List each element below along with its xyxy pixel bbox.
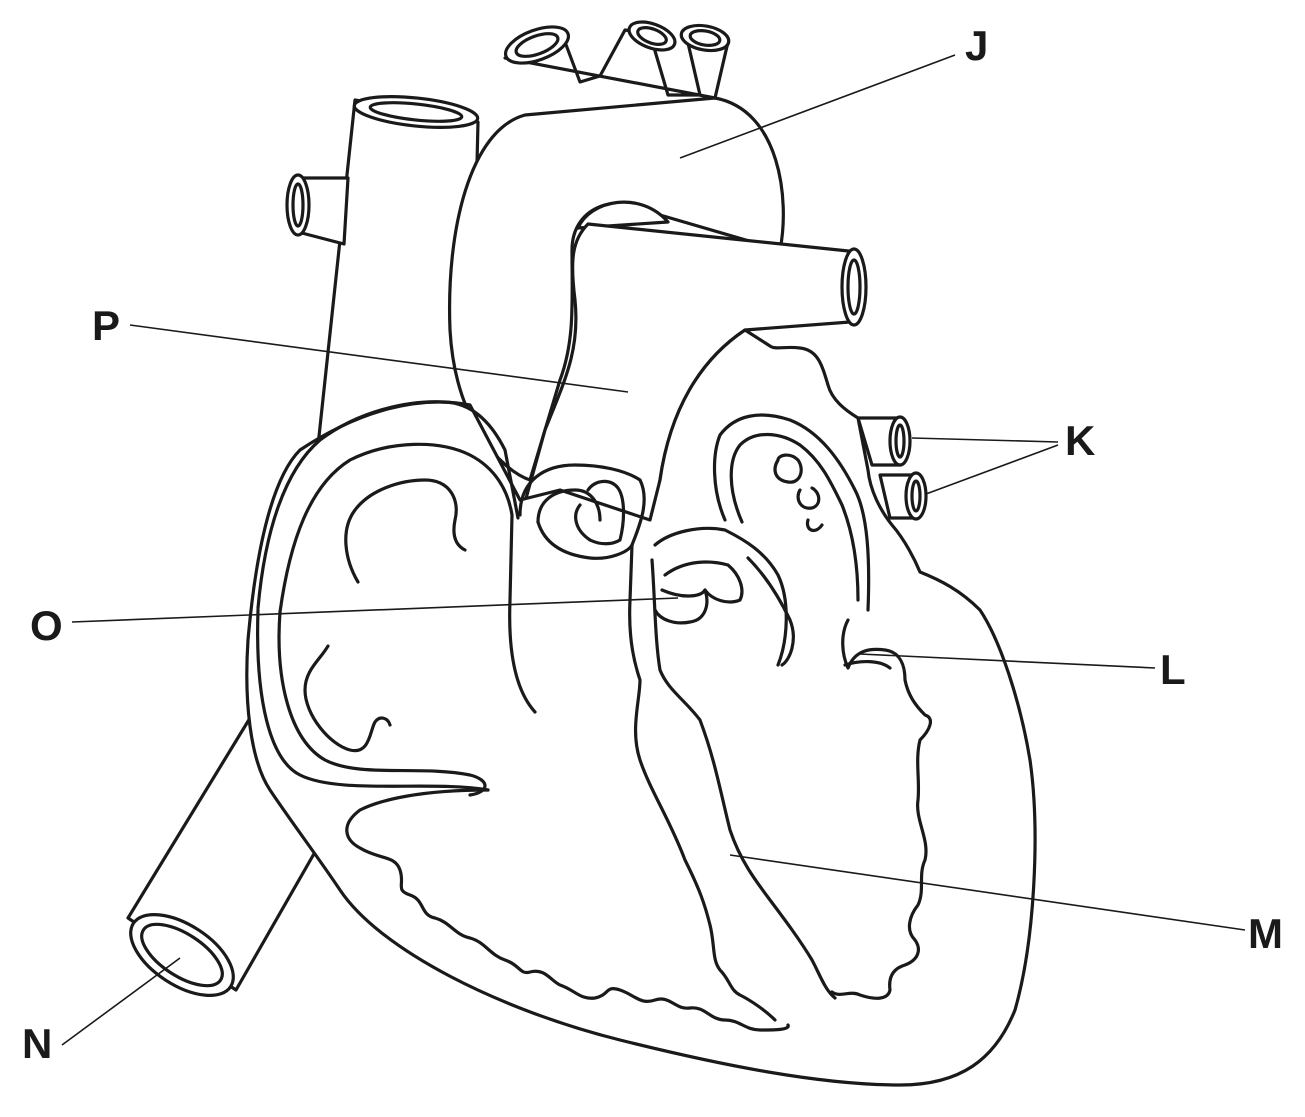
label-n: N bbox=[22, 1020, 52, 1067]
leader-j bbox=[679, 54, 956, 159]
leader-l bbox=[859, 653, 1156, 669]
label-o: O bbox=[30, 602, 63, 649]
mitral-valve bbox=[653, 526, 795, 667]
left-ventricle bbox=[830, 618, 933, 1000]
aorta bbox=[447, 20, 785, 482]
leader-k-lower bbox=[925, 444, 1059, 495]
left-atrium bbox=[712, 413, 871, 612]
pulmonary-artery bbox=[518, 222, 868, 547]
right-ventricle-inner bbox=[345, 788, 790, 1032]
leader-n bbox=[61, 957, 181, 1046]
leader-o bbox=[71, 597, 679, 623]
interventricular-septum bbox=[628, 543, 837, 1022]
leader-lines bbox=[61, 54, 1246, 1046]
pulmonary-veins bbox=[856, 415, 928, 521]
semilunar-valves bbox=[518, 463, 646, 560]
label-j: J bbox=[965, 22, 988, 69]
leader-k-upper bbox=[911, 437, 1059, 443]
label-l: L bbox=[1160, 646, 1186, 693]
label-p: P bbox=[92, 302, 120, 349]
leader-m bbox=[729, 854, 1246, 931]
leader-p bbox=[129, 324, 629, 393]
label-k: K bbox=[1065, 417, 1095, 464]
right-heart-wall bbox=[256, 400, 537, 797]
heart-body bbox=[245, 328, 1037, 1087]
label-m: M bbox=[1248, 910, 1283, 957]
right-atrium-ridges bbox=[303, 478, 467, 753]
